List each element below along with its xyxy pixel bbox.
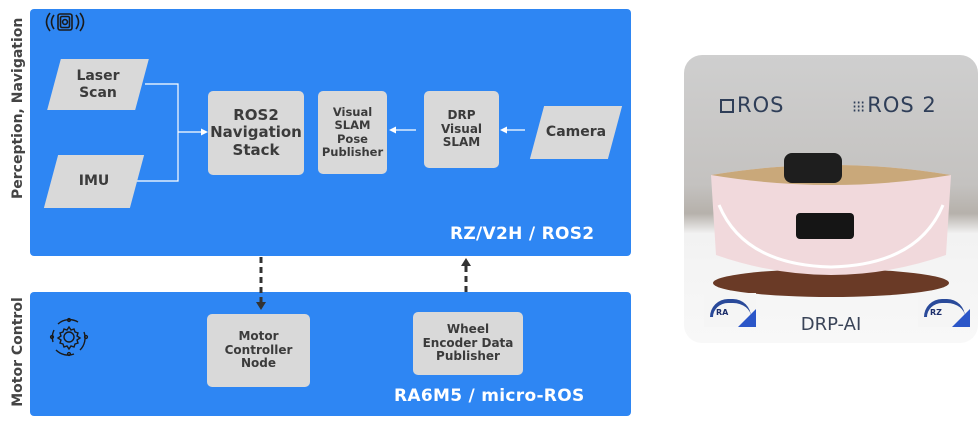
motor-controller-line1: Motor xyxy=(238,328,279,343)
ros2-logo-text: ROS 2 xyxy=(867,93,937,117)
bottom-panel-title: RA6M5 / micro-ROS xyxy=(394,386,585,406)
imu-input: IMU xyxy=(43,155,145,208)
ros2-nav-line2: Navigation xyxy=(210,123,302,142)
ros2-nav-line1: ROS2 xyxy=(233,106,279,125)
vslam-pose-line2: SLAM xyxy=(334,118,371,133)
wheel-encoder-line3: Publisher xyxy=(436,349,500,364)
imu-label: IMU xyxy=(78,173,110,190)
side-label-motor-control: Motor Control xyxy=(10,297,26,407)
ros2-nav-line3: Stack xyxy=(232,140,280,159)
wheel-encoder-line2: Encoder Data xyxy=(422,335,514,350)
ros2-logo: ⁝⁝⁝ROS 2 xyxy=(852,93,937,117)
motor-controller-node: Motor Controller Node xyxy=(207,314,310,387)
robot-illustration xyxy=(711,153,951,297)
ra-badge-text: RA xyxy=(716,308,729,317)
motor-controller-line2: Controller xyxy=(224,342,293,357)
drp-vslam-line3: SLAM xyxy=(442,135,481,150)
motor-controller-line3: Node xyxy=(240,356,276,371)
drp-visual-slam-node: DRP Visual SLAM xyxy=(424,91,499,168)
renesas-ra-badge: RA xyxy=(704,293,756,327)
dots-grid-icon: ⁝⁝⁝ xyxy=(852,97,865,116)
wheel-encoder-line1: Wheel xyxy=(446,321,490,336)
robot-photo: ROS ⁝⁝⁝ROS 2 RA RZ DRP-AI xyxy=(684,55,978,343)
vslam-pose-line4: Publisher xyxy=(321,144,384,159)
top-panel-title: RZ/V2H / ROS2 xyxy=(450,224,595,244)
ros-logo-text: ROS xyxy=(737,93,785,117)
camera-label: Camera xyxy=(545,124,607,141)
ros2-navigation-stack-node: ROS2 Navigation Stack xyxy=(208,91,304,175)
vslam-pose-line1: Visual xyxy=(332,105,373,120)
rz-badge-text: RZ xyxy=(930,308,942,317)
drp-ai-caption: DRP-AI xyxy=(800,314,862,335)
laser-scan-line1: Laser xyxy=(76,67,120,84)
chip-icon xyxy=(720,99,734,113)
wheel-encoder-data-publisher-node: Wheel Encoder Data Publisher xyxy=(413,312,523,375)
vslam-pose-line3: Pose xyxy=(337,131,368,146)
visual-slam-pose-publisher-node: Visual SLAM Pose Publisher xyxy=(318,91,387,174)
renesas-rz-badge: RZ xyxy=(918,293,970,327)
side-label-perception-navigation: Perception, Navigation xyxy=(10,17,26,199)
laser-scan-line2: Scan xyxy=(79,84,117,101)
drp-vslam-line2: Visual xyxy=(440,121,483,136)
drp-vslam-line1: DRP xyxy=(447,107,476,122)
camera-input: Camera xyxy=(529,106,623,159)
ros-logo: ROS xyxy=(720,93,784,117)
ra6m5-microros-panel xyxy=(30,292,631,416)
